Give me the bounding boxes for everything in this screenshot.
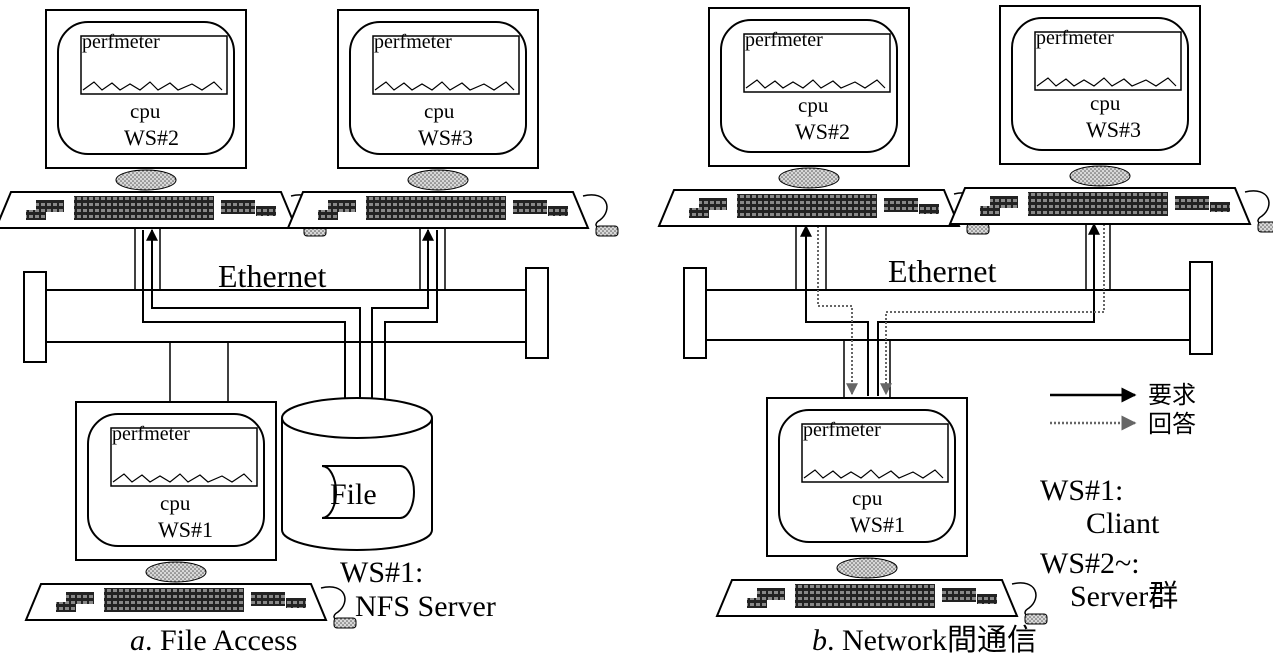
legend-request-label: 要求: [1148, 381, 1196, 409]
workstation-id: WS#2: [795, 119, 850, 144]
perfmeter-label: perfmeter: [803, 419, 881, 441]
cpu-label: cpu: [852, 486, 883, 510]
client-role-line1-b: WS#1:: [1040, 474, 1123, 507]
caption-text-b: . Network間通信: [827, 624, 1037, 656]
ethernet-label-b: Ethernet: [888, 253, 997, 289]
legend-b: 要求 回答: [1050, 381, 1196, 438]
server-role-line1-b: WS#2~:: [1040, 547, 1140, 580]
caption-a: a. File Access: [130, 624, 297, 656]
caption-letter-a: a: [130, 624, 145, 656]
cpu-label: cpu: [130, 99, 161, 123]
perfmeter-label: perfmeter: [374, 31, 452, 53]
cpu-label: cpu: [798, 93, 829, 117]
perfmeter-label: perfmeter: [1036, 27, 1114, 49]
file-label: File: [330, 478, 377, 511]
perfmeter-label: perfmeter: [745, 29, 823, 51]
client-role-line2-b: Cliant: [1086, 507, 1160, 540]
reply-paths-b: [817, 224, 1105, 396]
workstation-ws3-b: perfmeter cpu WS#3: [949, 5, 1273, 233]
panel-a: Ethernet perfmeter cpu WS#2 perfmeter: [0, 9, 619, 656]
workstation-ws1-a: perfmeter cpu WS#1: [25, 401, 357, 629]
workstation-ws1-b: perfmeter cpu WS#1: [716, 397, 1048, 625]
drop-cables-a: [134, 226, 446, 402]
workstation-id: WS#3: [1086, 117, 1141, 142]
panel-b: Ethernet perfmeter cpu WS#2 perfme: [658, 5, 1273, 656]
caption-text-a: . File Access: [145, 624, 297, 656]
cpu-label: cpu: [1090, 91, 1121, 115]
disk-cylinder-icon: [281, 397, 433, 551]
perfmeter-label: perfmeter: [112, 423, 190, 445]
workstation-ws3-a: perfmeter cpu WS#3: [287, 9, 619, 237]
workstation-ws2-b: perfmeter cpu WS#2: [658, 7, 990, 235]
server-role-line1-a: WS#1:: [340, 556, 423, 589]
access-paths-a: [142, 228, 438, 454]
cpu-label: cpu: [160, 491, 191, 515]
workstation-id: WS#1: [158, 517, 213, 542]
caption-letter-b: b: [812, 624, 827, 656]
ethernet-label-a: Ethernet: [218, 258, 327, 294]
workstation-id: WS#3: [418, 125, 473, 150]
request-paths-b: [800, 222, 1100, 396]
drop-cables-b: [795, 218, 1111, 398]
ethernet-bus-a: [23, 267, 549, 363]
server-role-line2-a: NFS Server: [355, 590, 496, 623]
cpu-label: cpu: [424, 99, 455, 123]
perfmeter-label: perfmeter: [82, 31, 160, 53]
caption-b: b. Network間通信: [812, 624, 1037, 656]
legend-reply-label: 回答: [1148, 410, 1196, 438]
workstation-id: WS#2: [124, 125, 179, 150]
workstation-id: WS#1: [850, 512, 905, 537]
workstation-ws2-a: perfmeter cpu WS#2: [0, 9, 327, 237]
server-role-line2-b: Server群: [1070, 580, 1178, 613]
